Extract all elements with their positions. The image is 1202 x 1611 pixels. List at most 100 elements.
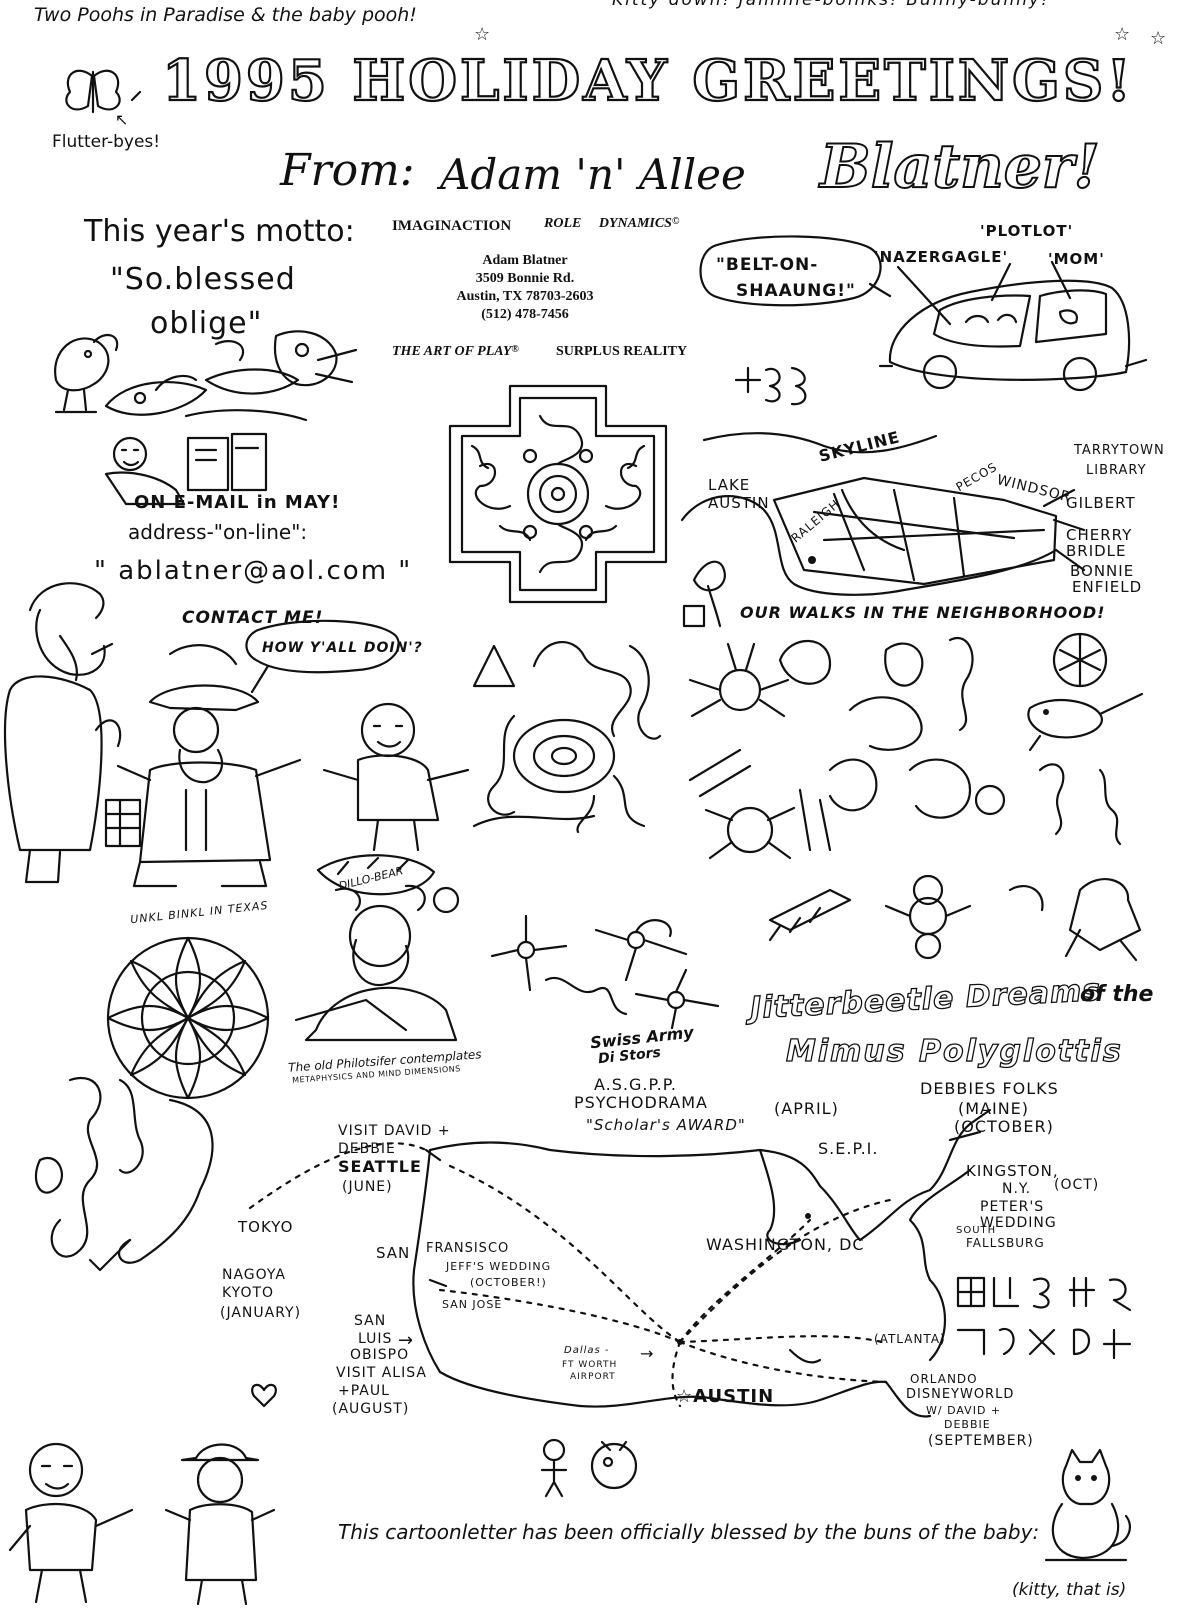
address-phone: (512) 478-7456: [481, 307, 569, 322]
japan-map: [34, 1077, 214, 1272]
label-lake-2: AUSTIN: [708, 494, 770, 512]
label-kingston-1: KINGSTON,: [966, 1162, 1059, 1180]
star-icon: ☆: [1114, 24, 1131, 45]
label-sanfran-1: SAN: [376, 1244, 411, 1262]
arrow-icon: →: [640, 1344, 654, 1363]
label-nagoya-2: KYOTO: [222, 1285, 275, 1301]
motto-line1: "So.blessed: [110, 262, 296, 297]
label-nagoya-3: (JANUARY): [220, 1305, 302, 1321]
address-city: Austin, TX 78703-2603: [456, 289, 594, 304]
label-slo-5: +PAUL: [338, 1383, 390, 1399]
creatures-doodle: [54, 330, 358, 422]
tag-surplus-reality: SURPLUS REALITY: [556, 344, 688, 359]
label-slo-3: OBISPO: [350, 1347, 410, 1363]
label-nagoya-1: NAGOYA: [222, 1267, 286, 1283]
label-visit-4: (JUNE): [342, 1179, 393, 1195]
label-debbie-3: (OCTOBER): [954, 1117, 1054, 1136]
label-jeff-2: (OCTOBER!): [470, 1276, 547, 1289]
label-tarrytown-1: TARRYTOWN: [1074, 443, 1165, 458]
label-visit-3: SEATTLE: [338, 1157, 422, 1176]
label-plotlot: 'PLOTLOT': [980, 222, 1074, 240]
label-mom: 'MOM': [1048, 250, 1105, 268]
unkl-caption: UNKL BINKL IN TEXAS: [129, 898, 269, 927]
kids-doodle: [8, 1442, 276, 1606]
howdy-text: HOW Y'ALL DOIN'?: [262, 640, 423, 656]
label-austin: ☆AUSTIN: [676, 1386, 775, 1407]
glyph-doodle: [734, 366, 807, 406]
label-sanfran-2: FRANSISCO: [426, 1241, 510, 1256]
label-debbie-2: (MAINE): [958, 1099, 1030, 1118]
label-slo-1: SAN: [354, 1313, 387, 1329]
neighborhood-caption: OUR WALKS IN THE NEIGHBORHOOD!: [740, 603, 1106, 622]
car-bubble-2: SHAAUNG!": [736, 281, 856, 301]
label-asgpp-1: A.S.G.P.P.: [594, 1075, 677, 1094]
label-south-1: SOUTH: [956, 1225, 997, 1236]
label-south-2: FALLSBURG: [966, 1236, 1045, 1250]
small-creatures: [540, 1438, 638, 1498]
label-tarrytown-2: LIBRARY: [1086, 463, 1147, 478]
label-slo-4: VISIT ALISA: [336, 1365, 427, 1381]
label-oct: (OCT): [1054, 1177, 1100, 1193]
label-orlando-1: ORLANDO: [910, 1372, 978, 1386]
label-bonnie-1: BONNIE: [1070, 562, 1135, 580]
label-sepi: S.E.P.I.: [818, 1139, 879, 1158]
label-asgpp-3: "Scholar's AWARD": [586, 1116, 746, 1134]
label-kingston-2: N.Y.: [1002, 1181, 1032, 1197]
email-address: " ablatner@aol.com ": [94, 556, 413, 586]
label-asgpp-2: PSYCHODRAMA: [574, 1093, 708, 1112]
label-bonnie-2: ENFIELD: [1072, 578, 1143, 596]
from-prefix: From:: [280, 145, 415, 196]
page-title: 1995 HOLIDAY GREETINGS!: [161, 47, 1134, 115]
label-peter-2: WEDDING: [980, 1215, 1057, 1231]
label-sanjose: SAN JOSE: [442, 1298, 503, 1311]
usa-map: [248, 1108, 992, 1418]
butterfly-icon: [65, 69, 142, 114]
label-orlando-4: DEBBIE: [944, 1418, 991, 1431]
philosopher-doodle: [294, 884, 460, 1042]
motto-line2: oblige": [150, 306, 263, 341]
car-bubble-1: "BELT-ON-: [716, 255, 819, 275]
label-dallas-2: FT WORTH: [562, 1360, 618, 1370]
label-slo-6: (AUGUST): [332, 1401, 410, 1417]
glyph-block: [956, 1276, 1132, 1360]
label-atlanta: (ATLANTA): [874, 1332, 946, 1346]
howdy-bubble: [245, 619, 400, 694]
brand-imaginaction: IMAGINACTION: [392, 218, 512, 234]
creatures-row: [768, 874, 1142, 962]
label-gilbert: GILBERT: [1066, 494, 1136, 512]
motto-heading: This year's motto:: [84, 214, 355, 249]
star-icon: ☆: [676, 1386, 694, 1407]
star-icon: ☆: [474, 24, 491, 45]
label-debbie-1: DEBBIES FOLKS: [920, 1079, 1059, 1098]
label-visit-2: DEBBIE: [338, 1141, 396, 1157]
top-note: Two Poohs in Paradise & the baby pooh!: [34, 4, 417, 26]
jitter-of: of the: [1080, 982, 1154, 1007]
label-cherry-2: BRIDLE: [1066, 542, 1127, 560]
tag-art-of-play: THE ART OF PLAY®: [392, 344, 519, 359]
address-name: Adam Blatner: [482, 253, 568, 268]
label-visit-1: VISIT DAVID +: [338, 1123, 451, 1139]
from-names: Adam 'n' Allee: [440, 150, 746, 199]
bird-icon: [688, 632, 1144, 860]
star-icon: ☆: [1150, 28, 1167, 49]
flutter-caption: Flutter-byes!: [52, 132, 161, 152]
from-surname: Blatner!: [819, 131, 1101, 203]
label-orlando-2: DISNEYWORLD: [906, 1387, 1015, 1402]
brand-role-dynamics: ROLE DYNAMICS©: [544, 216, 680, 231]
car-icon: [878, 260, 1148, 392]
santa-icon: [3, 582, 302, 888]
speech-bubble: [699, 235, 892, 307]
mandala-icon: [106, 936, 270, 1100]
tangle-doodle: [472, 641, 662, 834]
jitter-title: Jitterbeetle Dreams: [749, 972, 1103, 1027]
label-jeff-1: JEFF'S WEDDING: [446, 1260, 552, 1273]
top-right-note: Kitty down! Jammie-boinks! Bunny-bunny!: [612, 0, 1050, 10]
neighborhood-map: [680, 432, 1086, 628]
label-lake-1: LAKE: [708, 476, 751, 494]
arrow-icon: ↖: [115, 110, 129, 129]
label-peter-1: PETER'S: [980, 1199, 1045, 1215]
jitter-subtitle: Mimus Polyglottis: [785, 1033, 1123, 1069]
label-nazergagle: 'NAZERGAGLE': [874, 248, 1009, 266]
footer-note: (kitty, that is): [1012, 1580, 1127, 1600]
maze-icon: [448, 384, 668, 604]
